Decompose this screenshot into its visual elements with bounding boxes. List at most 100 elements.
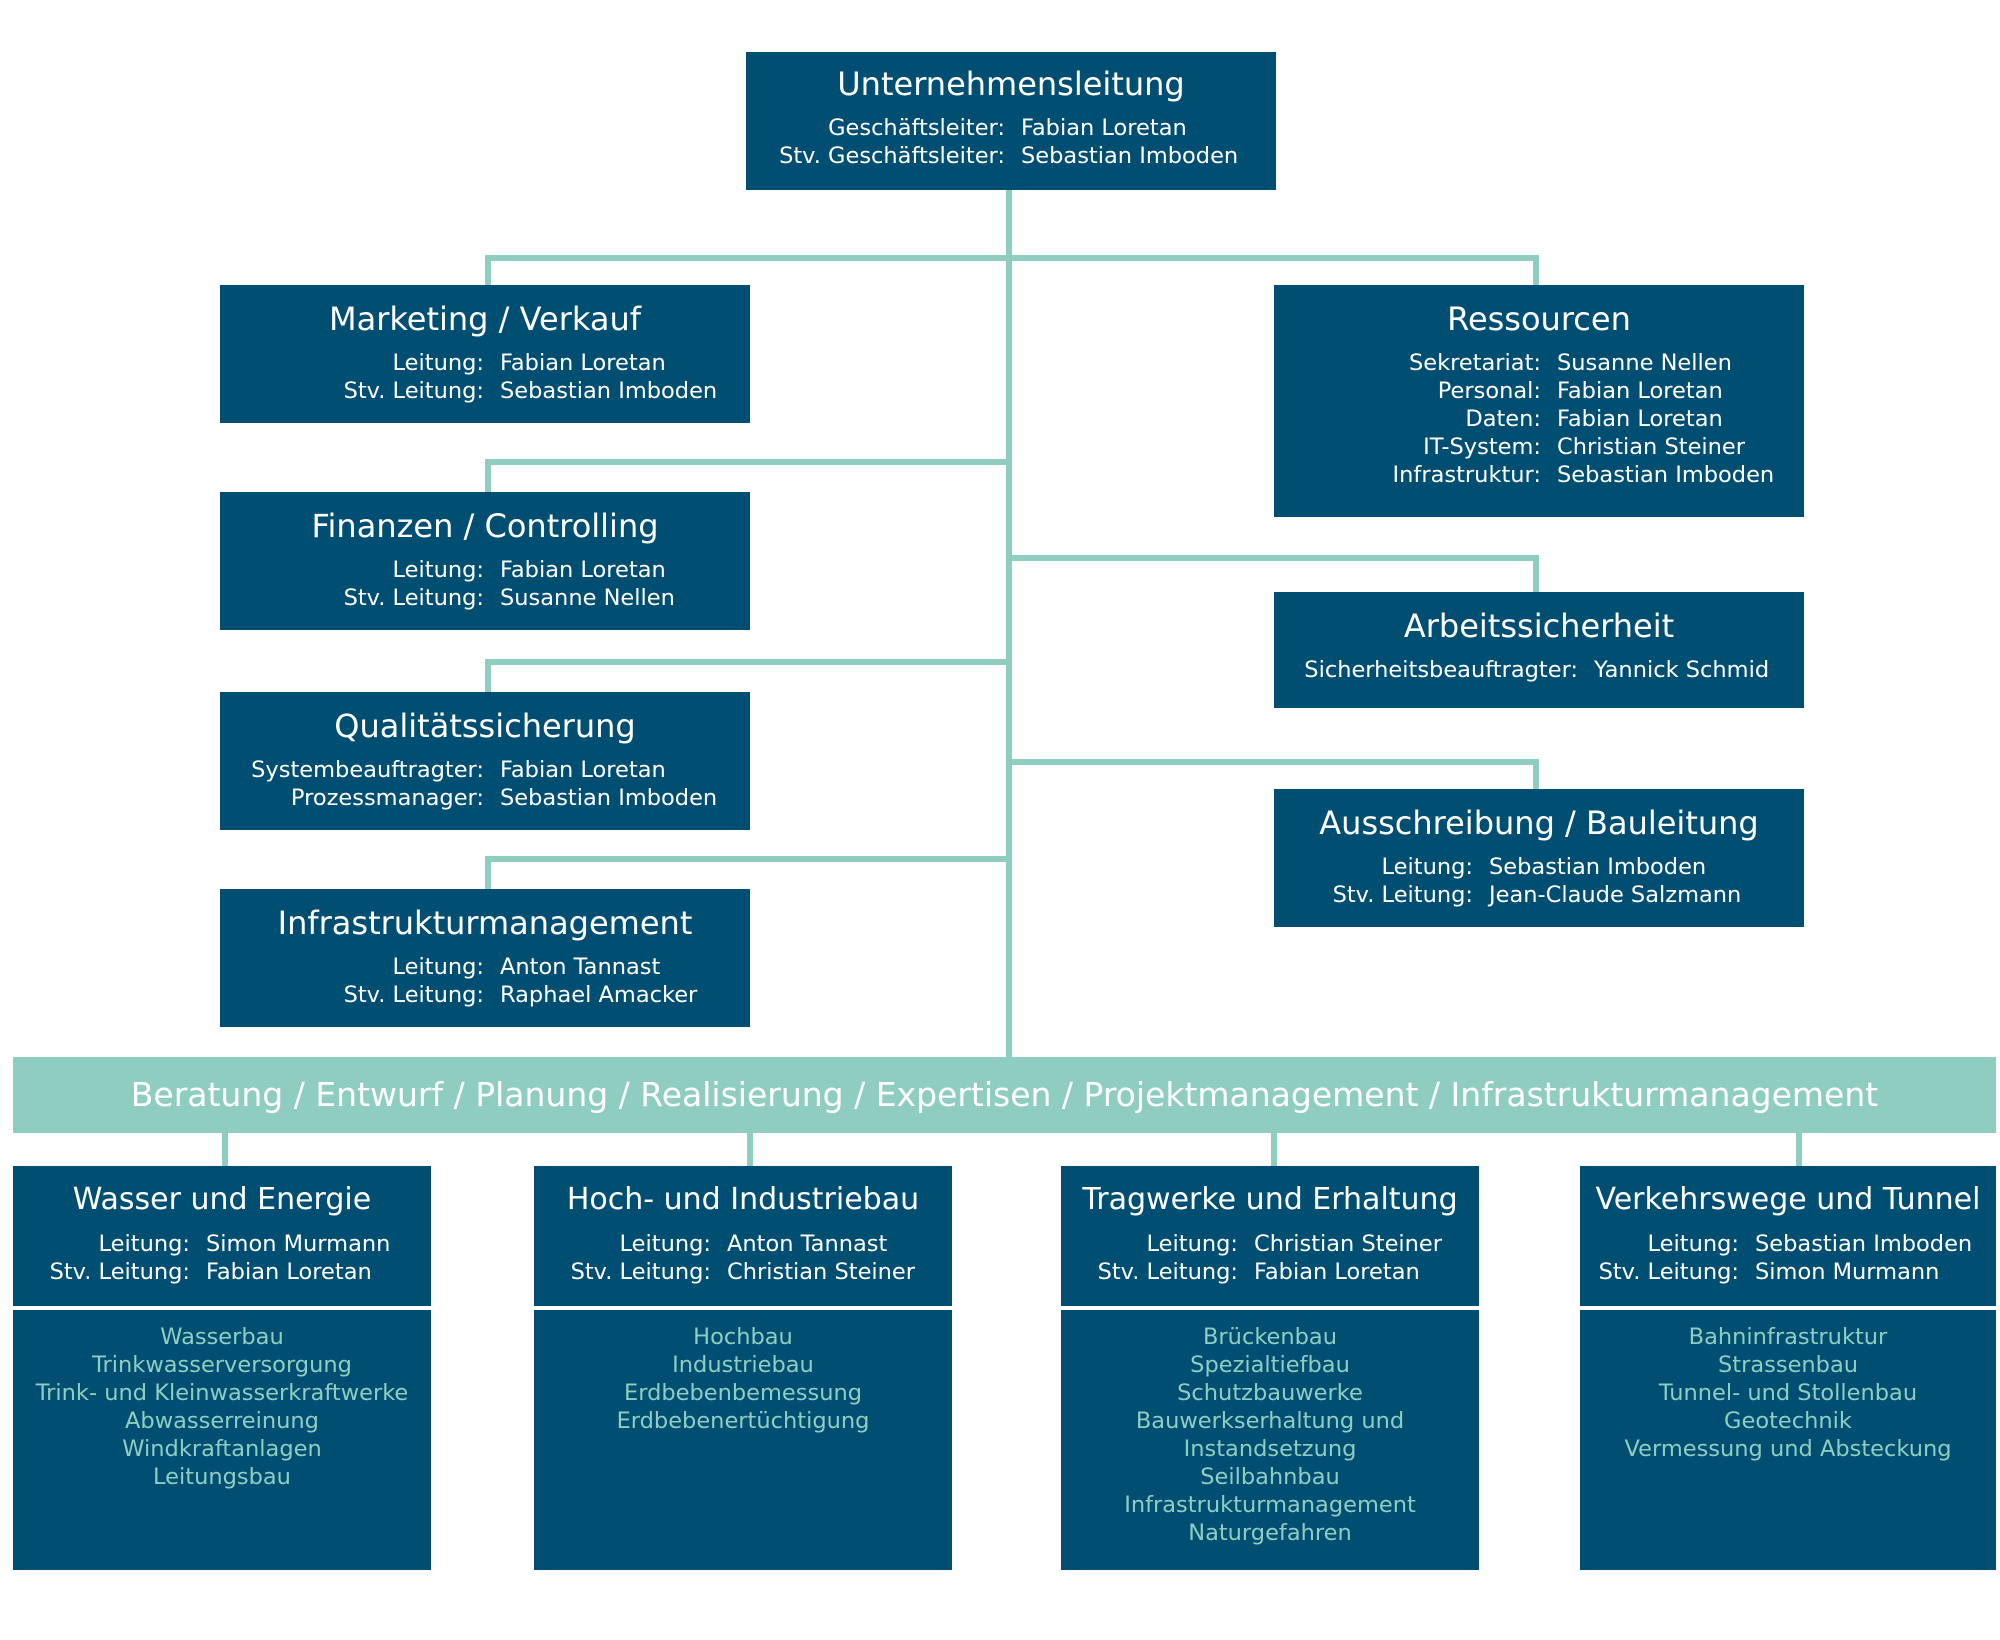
role-label: Stv. Geschäftsleiter:	[779, 143, 1005, 169]
area-item: Naturgefahren	[1188, 1520, 1352, 1546]
unit-rows: Sicherheitsbeauftragter: Yannick Schmid	[1274, 656, 1804, 684]
department-areas-verkehrswege-tunnel: Bahninfrastruktur Strassenbau Tunnel- un…	[1580, 1310, 1996, 1570]
person-name: Sebastian Imboden	[1489, 854, 1707, 880]
department-row: Leitung: Christian Steiner	[1061, 1230, 1479, 1258]
role-label: Leitung:	[392, 954, 484, 980]
unit-rows: Sekretariat: Susanne Nellen Personal: Fa…	[1274, 349, 1804, 489]
department-header-verkehrswege-tunnel: Verkehrswege und Tunnel Leitung: Sebasti…	[1580, 1166, 1996, 1306]
unit-row: Leitung: Anton Tannast	[220, 953, 750, 981]
unit-title: Arbeitssicherheit	[1403, 607, 1675, 645]
department-row: Leitung: Sebastian Imboden	[1580, 1230, 1996, 1258]
unit-row: Daten: Fabian Loretan	[1274, 405, 1804, 433]
unit-row: Leitung: Fabian Loretan	[220, 349, 750, 377]
person-name: Fabian Loretan	[1021, 115, 1187, 141]
unit-rows: Leitung: Anton Tannast Stv. Leitung: Rap…	[220, 953, 750, 1009]
department-header-tragwerke-erhaltung: Tragwerke und Erhaltung Leitung: Christi…	[1061, 1166, 1479, 1306]
unit-row: Infrastruktur: Sebastian Imboden	[1274, 461, 1804, 489]
role-label: Sicherheitsbeauftragter:	[1304, 657, 1578, 683]
department-row: Stv. Leitung: Fabian Loretan	[13, 1258, 431, 1286]
services-banner: Beratung / Entwurf / Planung / Realisier…	[13, 1057, 1996, 1133]
unit-rows: Leitung: Fabian Loretan Stv. Leitung: Su…	[220, 556, 750, 612]
unit-title: Infrastrukturmanagement	[277, 904, 693, 942]
person-name: Sebastian Imboden	[500, 785, 718, 811]
department-areas-hoch-industriebau: Hochbau Industriebau Erdbebenbemessung E…	[534, 1310, 952, 1570]
area-item: Schutzbauwerke	[1177, 1380, 1363, 1406]
role-label: Leitung:	[1146, 1231, 1238, 1257]
unit-infrastrukturmanagement: Infrastrukturmanagement Leitung: Anton T…	[220, 889, 750, 1027]
unit-row: Stv. Leitung: Susanne Nellen	[220, 584, 750, 612]
area-item: Hochbau	[693, 1324, 793, 1350]
unit-row: Systembeauftragter: Fabian Loretan	[220, 756, 750, 784]
department-row: Stv. Leitung: Simon Murmann	[1580, 1258, 1996, 1286]
role-label: Stv. Leitung:	[49, 1259, 190, 1285]
role-label: Systembeauftragter:	[251, 757, 484, 783]
unit-title: Marketing / Verkauf	[329, 300, 641, 338]
role-label: Personal:	[1437, 378, 1541, 404]
role-label: Stv. Leitung:	[343, 378, 484, 404]
unit-rows: Leitung: Fabian Loretan Stv. Leitung: Se…	[220, 349, 750, 405]
person-name: Christian Steiner	[727, 1259, 916, 1285]
unit-rows: Leitung: Sebastian Imboden Stv. Leitung:…	[1274, 853, 1804, 909]
person-name: Simon Murmann	[206, 1231, 391, 1257]
area-item: Seilbahnbau	[1200, 1464, 1340, 1490]
area-item: Spezialtiefbau	[1190, 1352, 1350, 1378]
top-management-row: Stv. Geschäftsleiter: Sebastian Imboden	[746, 142, 1276, 170]
department-header-hoch-industriebau: Hoch- und Industriebau Leitung: Anton Ta…	[534, 1166, 952, 1306]
department-title: Verkehrswege und Tunnel	[1595, 1182, 1981, 1217]
person-name: Susanne Nellen	[500, 585, 675, 611]
role-label: Stv. Leitung:	[343, 982, 484, 1008]
area-item: Erdbebenertüchtigung	[616, 1408, 870, 1434]
department-areas-wasser-energie: Wasserbau Trinkwasserversorgung Trink- u…	[13, 1310, 431, 1570]
unit-row: Sicherheitsbeauftragter: Yannick Schmid	[1274, 656, 1804, 684]
role-label: Leitung:	[1647, 1231, 1739, 1257]
area-item: Windkraftanlagen	[122, 1436, 322, 1462]
unit-row: Leitung: Fabian Loretan	[220, 556, 750, 584]
unit-row: Leitung: Sebastian Imboden	[1274, 853, 1804, 881]
area-item: Vermessung und Absteckung	[1624, 1436, 1952, 1462]
department-row: Leitung: Simon Murmann	[13, 1230, 431, 1258]
area-item: Strassenbau	[1717, 1352, 1859, 1378]
area-item: Geotechnik	[1724, 1408, 1852, 1434]
department-rows: Leitung: Simon Murmann Stv. Leitung: Fab…	[13, 1230, 431, 1286]
department-rows: Leitung: Anton Tannast Stv. Leitung: Chr…	[534, 1230, 952, 1286]
area-item: Brückenbau	[1203, 1324, 1337, 1350]
person-name: Anton Tannast	[500, 954, 661, 980]
person-name: Fabian Loretan	[1557, 378, 1723, 404]
role-label: Stv. Leitung:	[1097, 1259, 1238, 1285]
person-name: Christian Steiner	[1254, 1231, 1443, 1257]
person-name: Sebastian Imboden	[1755, 1231, 1973, 1257]
person-name: Jean-Claude Salzmann	[1489, 882, 1742, 908]
top-management-box: Unternehmensleitung Geschäftsleiter: Fab…	[746, 52, 1276, 190]
role-label: Sekretariat:	[1408, 350, 1541, 376]
person-name: Sebastian Imboden	[500, 378, 718, 404]
role-label: Leitung:	[619, 1231, 711, 1257]
area-item: Trink- und Kleinwasserkraftwerke	[35, 1380, 409, 1406]
person-name: Fabian Loretan	[500, 757, 666, 783]
department-row: Stv. Leitung: Fabian Loretan	[1061, 1258, 1479, 1286]
area-item: Instandsetzung	[1183, 1436, 1357, 1462]
department-title: Hoch- und Industriebau	[566, 1182, 920, 1217]
role-label: Stv. Leitung:	[1332, 882, 1473, 908]
person-name: Christian Steiner	[1557, 434, 1746, 460]
area-item: Wasserbau	[160, 1324, 284, 1350]
unit-row: Stv. Leitung: Sebastian Imboden	[220, 377, 750, 405]
person-name: Fabian Loretan	[206, 1259, 372, 1285]
unit-title: Qualitätssicherung	[334, 707, 636, 745]
unit-title: Ressourcen	[1447, 300, 1631, 338]
role-label: IT-System:	[1423, 434, 1541, 460]
unit-qualitaetssicherung: Qualitätssicherung Systembeauftragter: F…	[220, 692, 750, 830]
person-name: Sebastian Imboden	[1557, 462, 1775, 488]
person-name: Anton Tannast	[727, 1231, 888, 1257]
person-name: Fabian Loretan	[1254, 1259, 1420, 1285]
person-name: Susanne Nellen	[1557, 350, 1732, 376]
department-header-wasser-energie: Wasser und Energie Leitung: Simon Murman…	[13, 1166, 431, 1306]
top-management-title: Unternehmensleitung	[837, 65, 1185, 103]
role-label: Prozessmanager:	[290, 785, 484, 811]
role-label: Geschäftsleiter:	[828, 115, 1005, 141]
person-name: Fabian Loretan	[1557, 406, 1723, 432]
unit-row: Sekretariat: Susanne Nellen	[1274, 349, 1804, 377]
top-management-rows: Geschäftsleiter: Fabian Loretan Stv. Ges…	[746, 114, 1276, 170]
person-name: Fabian Loretan	[500, 557, 666, 583]
unit-row: IT-System: Christian Steiner	[1274, 433, 1804, 461]
